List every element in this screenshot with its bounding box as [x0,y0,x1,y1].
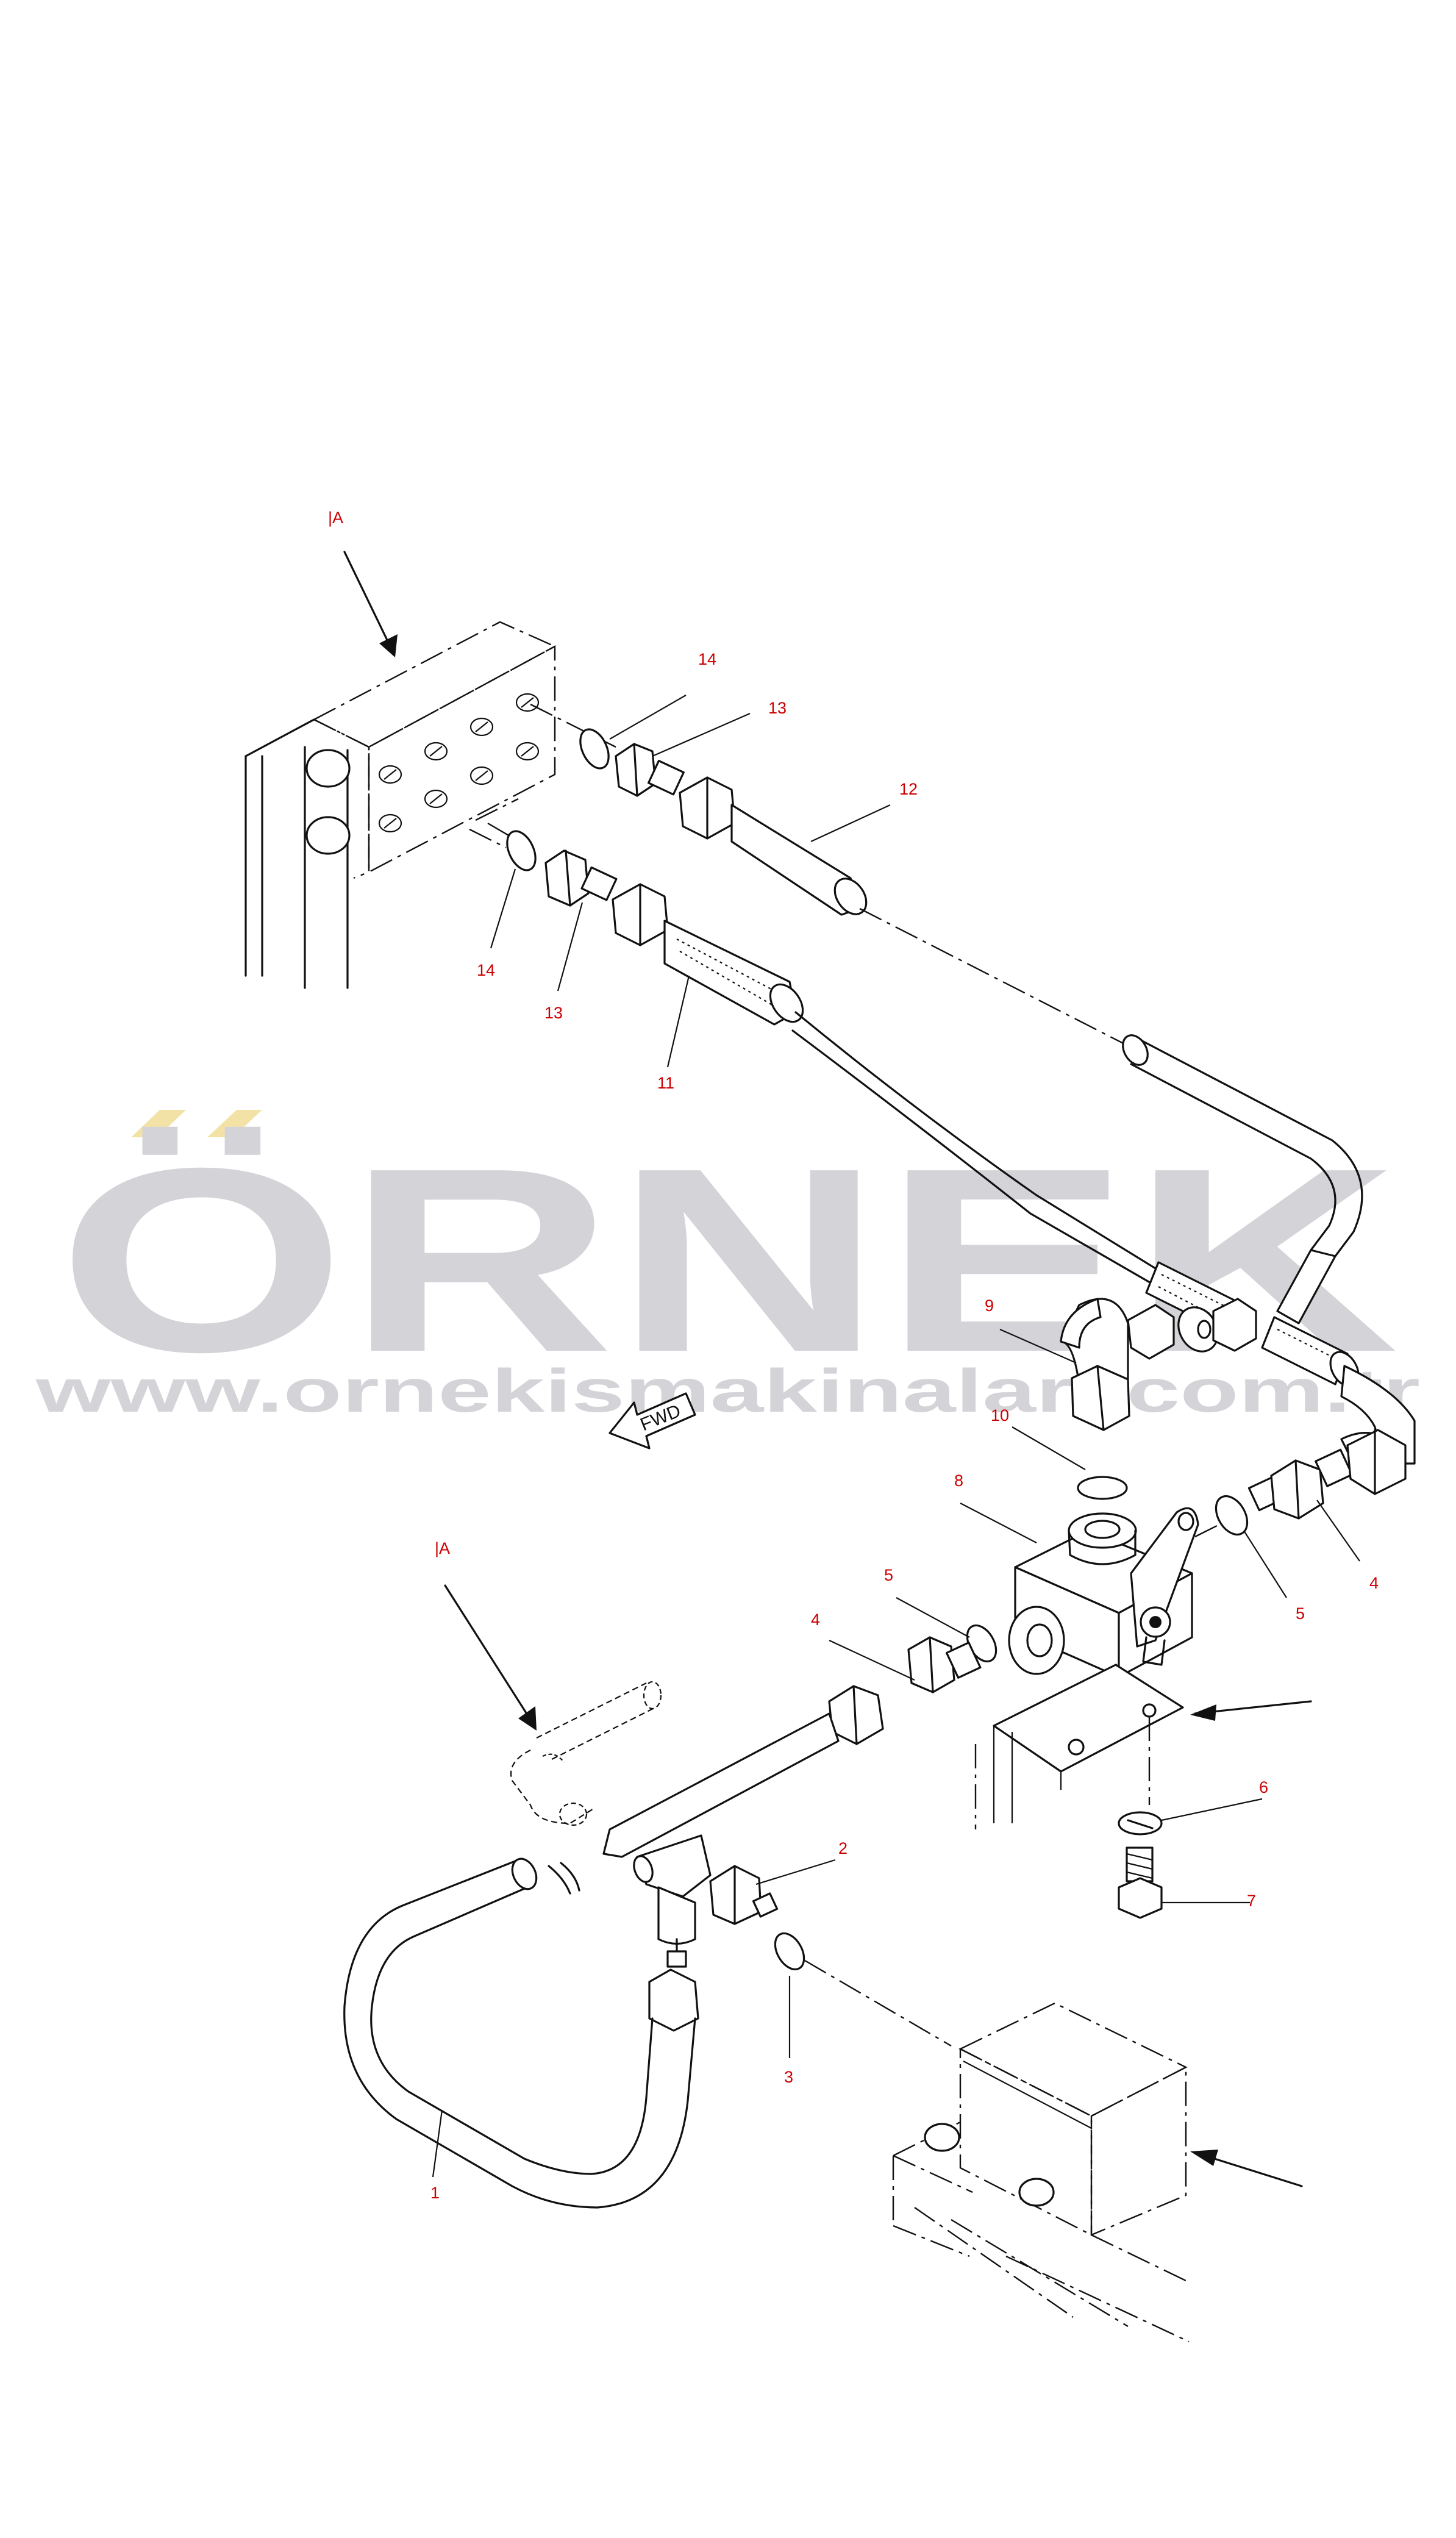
label-part-7: 7 [1247,1892,1256,1910]
o-ring-5-right [1215,1495,1249,1536]
hose-12 [679,776,1363,1324]
union-fitting-13-lower [544,849,618,907]
o-ring-14-lower [506,830,537,871]
tube-to-tee [602,1685,884,1858]
leader-lines [432,695,1360,2178]
label-part-14-lower: 14 [477,961,495,979]
bolt-7 [1118,1846,1163,1919]
label-part-8: 8 [954,1471,963,1490]
view-a-arrows [343,551,537,1731]
union-fitting-4-right [1247,1429,1407,1520]
o-ring-10 [1077,1476,1128,1500]
label-part-13-lower: 13 [544,1004,563,1022]
label-part-1: 1 [430,2184,440,2202]
valve-assembly [602,1261,1416,1919]
label-part-14-upper: 14 [698,650,716,668]
tee-fitting-2 [633,1834,779,1968]
o-ring-14-upper [579,728,610,770]
union-fitting-13-upper [615,743,685,797]
label-part-9: 9 [985,1296,994,1315]
label-view-a-bottom: |A [435,1539,450,1557]
elbow-fitting-9 [1060,1298,1257,1431]
watermark-url: www.ornekismakinalari.com.tr [35,1357,1420,1425]
label-part-6: 6 [1259,1778,1268,1796]
label-part-11: 11 [657,1074,674,1092]
manifold-block [244,621,557,989]
mounting-bracket [974,1664,1312,1829]
label-part-5-right: 5 [1296,1604,1305,1623]
o-ring-3 [774,1932,805,1971]
valve-body-8 [1008,1507,1199,1678]
upper-fittings [487,703,1363,1324]
label-part-12: 12 [899,780,918,798]
label-part-4-left: 4 [811,1610,820,1629]
tube-loop-1 [343,1857,699,2209]
hose-11 [612,883,1196,1306]
watermark-accent-right [207,1110,262,1137]
callout-labels: |A |A 14 13 12 14 13 11 9 10 8 5 4 5 4 6… [328,509,1379,2202]
union-fitting-4-left [907,1636,982,1693]
label-part-13-upper: 13 [768,699,787,717]
label-part-4-right: 4 [1369,1574,1379,1592]
watermark-accent-left [131,1110,186,1137]
support-block [892,2002,1303,2343]
label-view-a-top: |A [328,509,343,527]
label-part-3: 3 [784,2068,793,2086]
label-part-5-left: 5 [884,1566,893,1584]
watermark: ÖRNEK www.ornekismakinalari.com.tr [35,1110,1420,1425]
label-part-10: 10 [991,1406,1009,1424]
watermark-brand: ÖRNEK [57,1114,1399,1407]
label-part-2: 2 [838,1839,848,1857]
lower-assembly [343,1681,1303,2343]
